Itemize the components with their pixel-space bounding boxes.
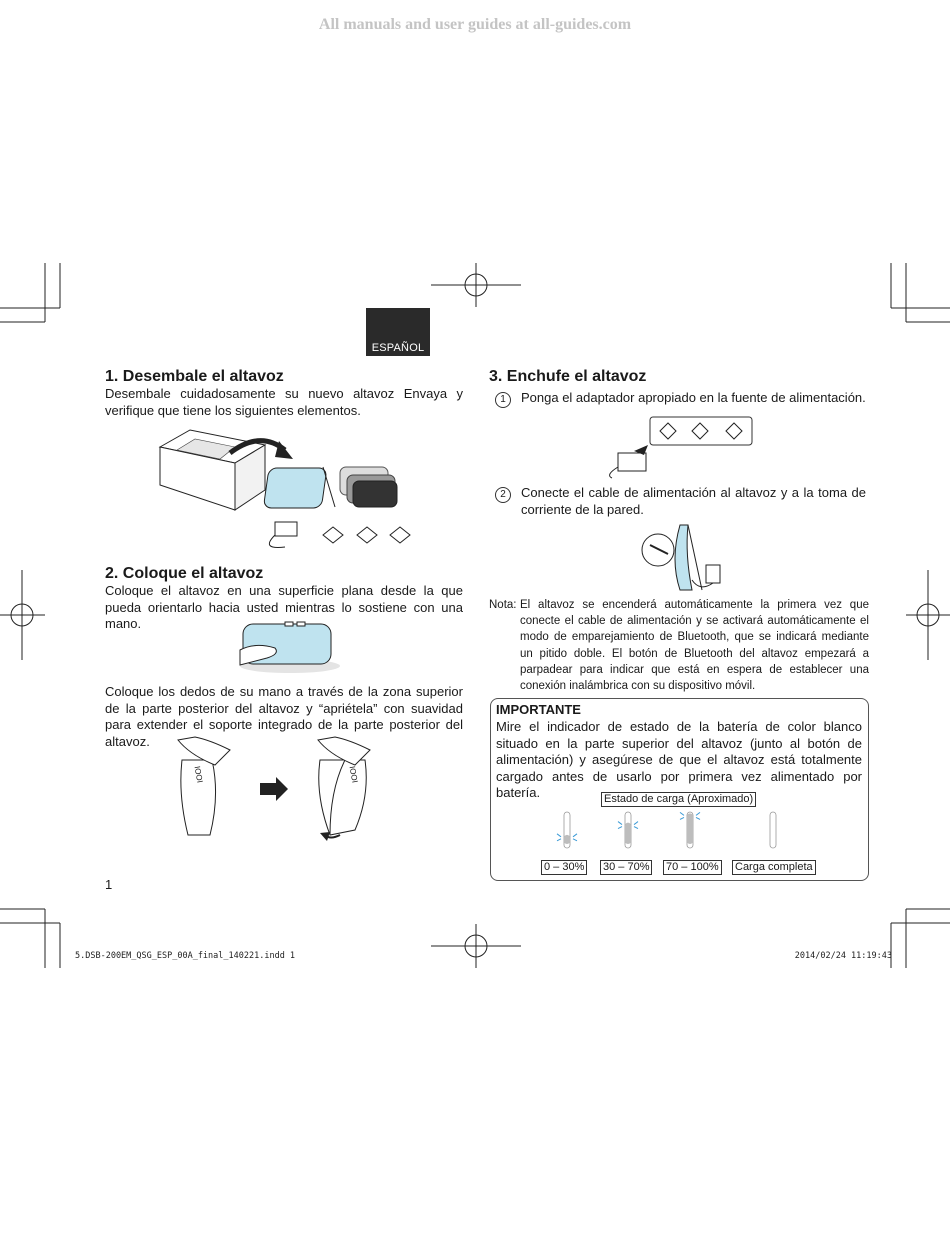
footer-file: 5.DSB-200EM_QSG_ESP_00A_final_140221.ind… bbox=[75, 951, 296, 961]
note-text: El altavoz se encenderá automáticamente … bbox=[520, 599, 869, 693]
important-body: Mire el indicador de estado de la baterí… bbox=[496, 719, 862, 800]
level-label-4: Carga completa bbox=[732, 860, 816, 875]
page-number: 1 bbox=[105, 877, 113, 892]
note-label: Nota: bbox=[489, 599, 517, 611]
level-label-2: 30 – 70% bbox=[600, 860, 653, 875]
section2-body2: Coloque los dedos de su mano a través de… bbox=[105, 684, 463, 749]
step1-number: 1 bbox=[495, 390, 511, 408]
speaker-hand-illustration bbox=[239, 621, 340, 673]
important-title: IMPORTANTE bbox=[496, 702, 581, 717]
battery-level-4 bbox=[769, 811, 777, 849]
footer-date: 2014/02/24 11:19:43 bbox=[794, 951, 892, 961]
section1-title: 1. Desembale el altavoz bbox=[105, 368, 284, 385]
important-box bbox=[490, 698, 869, 881]
watermark: All manuals and user guides at all-guide… bbox=[318, 16, 632, 33]
step2-number: 2 bbox=[495, 485, 511, 503]
adapter-illustration bbox=[609, 416, 753, 479]
battery-indicators bbox=[556, 811, 777, 849]
unboxing-illustration bbox=[158, 429, 411, 548]
squeeze-illustration bbox=[177, 736, 371, 841]
battery-level-2 bbox=[617, 811, 639, 849]
section2-title: 2. Coloque el altavoz bbox=[105, 565, 264, 582]
level-label-1: 0 – 30% bbox=[541, 860, 588, 875]
battery-level-1 bbox=[556, 811, 578, 849]
section3-title: 3. Enchufe el altavoz bbox=[489, 368, 647, 385]
language-tab: ESPAÑOL bbox=[366, 308, 430, 356]
section2-body1: Coloque el altavoz en una superficie pla… bbox=[105, 583, 463, 631]
battery-level-3 bbox=[679, 811, 701, 849]
section1-body: Desembale cuidadosamente su nuevo altavo… bbox=[105, 386, 463, 418]
level-label-3: 70 – 100% bbox=[663, 860, 722, 875]
step1-text: Ponga el adaptador apropiado en la fuent… bbox=[521, 390, 866, 405]
language-tab-label: ESPAÑOL bbox=[371, 342, 425, 354]
charge-chart-label: Estado de carga (Aproximado) bbox=[601, 792, 757, 807]
step2-text: Conecte el cable de alimentación al alta… bbox=[521, 485, 866, 517]
power-connection-illustration bbox=[641, 524, 721, 591]
